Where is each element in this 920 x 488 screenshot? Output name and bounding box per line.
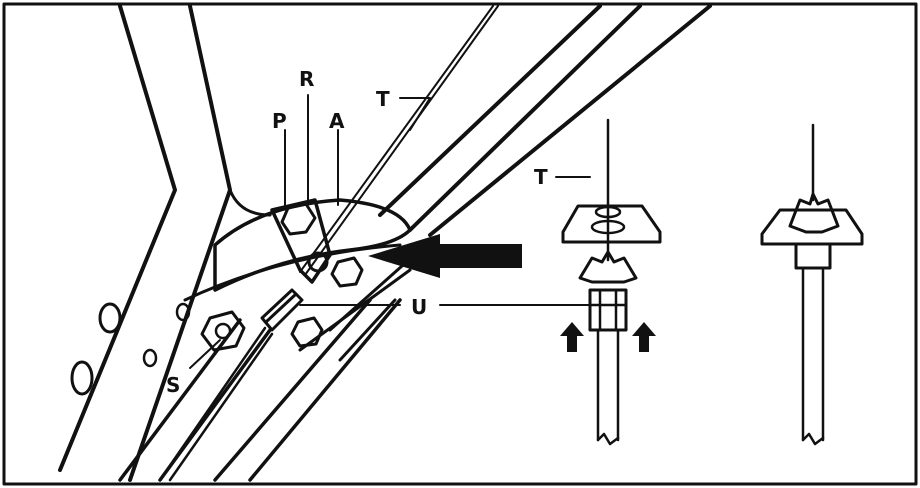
bolt-R: [280, 202, 317, 236]
frame-tube-upper: [378, 4, 712, 237]
label-U: U: [411, 295, 427, 319]
cable-clip-P: [270, 198, 332, 284]
label-R: R: [299, 67, 314, 91]
nut-lower: [290, 316, 324, 348]
push-up-arrow-icon: [632, 322, 656, 352]
label-P: P: [272, 109, 287, 133]
cable-adjuster: [158, 288, 304, 482]
direction-arrow-icon: [368, 234, 522, 278]
label-A: A: [329, 109, 345, 133]
push-up-arrow-icon: [560, 322, 584, 352]
label-T-detail: T: [534, 165, 548, 189]
nut-S: [200, 310, 246, 352]
detail-assembly-1: [560, 118, 662, 446]
frame-tube-left: [58, 4, 272, 482]
nut-near-clip: [330, 256, 364, 288]
label-S: S: [166, 373, 180, 397]
cable-T: [299, 5, 499, 276]
leader-lines: [189, 94, 591, 369]
label-T-top: T: [376, 87, 390, 111]
detail-assembly-2: [760, 123, 864, 446]
tube-bolts: [70, 302, 191, 396]
